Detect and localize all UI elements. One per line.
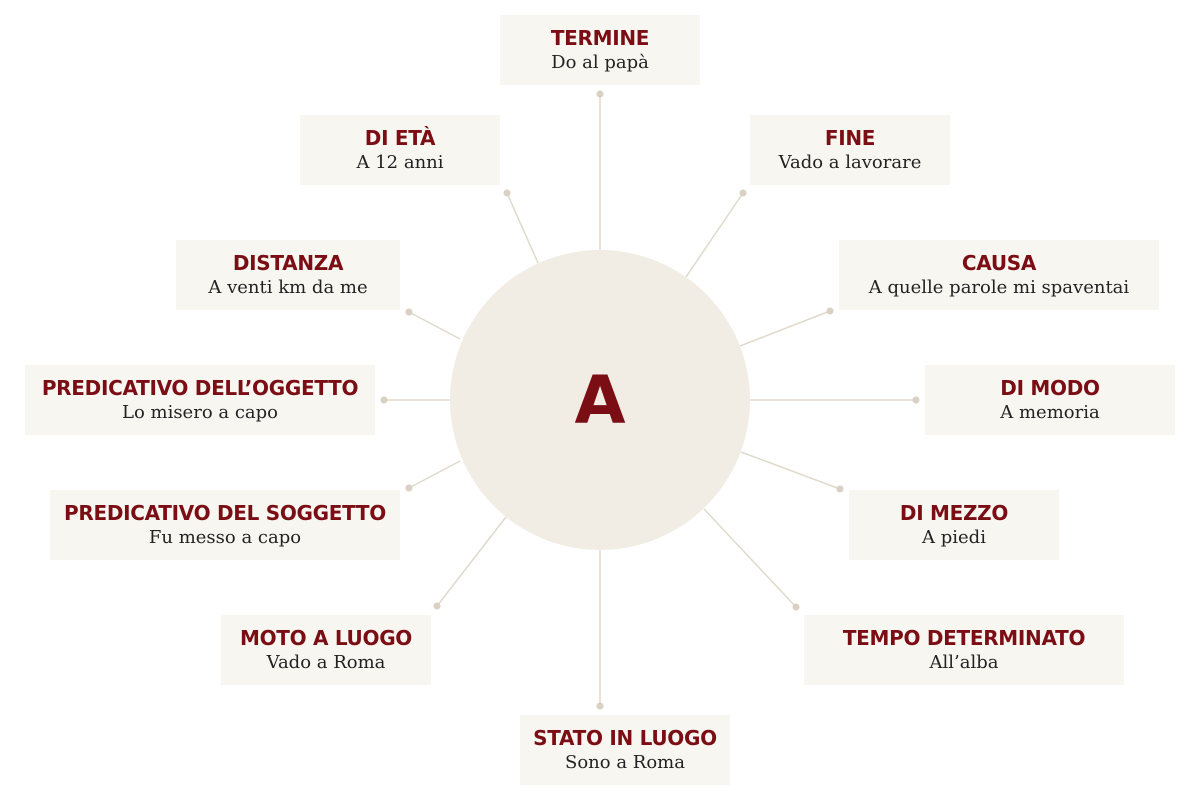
node-stato-in-luogo: STATO IN LUOGO Sono a Roma bbox=[520, 715, 730, 785]
node-label: STATO IN LUOGO bbox=[533, 726, 717, 750]
connector-dot bbox=[826, 307, 834, 315]
node-example: A piedi bbox=[922, 527, 986, 548]
node-label: DI MODO bbox=[1000, 376, 1100, 400]
node-label: DI ETÀ bbox=[364, 126, 436, 150]
connector-line bbox=[436, 516, 507, 607]
connector-dot bbox=[380, 396, 388, 404]
node-example: A 12 anni bbox=[356, 152, 444, 173]
node-distanza: DISTANZA A venti km da me bbox=[176, 240, 400, 310]
node-termine: TERMINE Do al papà bbox=[500, 15, 700, 85]
node-example: A memoria bbox=[1000, 402, 1100, 423]
node-di-eta: DI ETÀ A 12 anni bbox=[300, 115, 500, 185]
node-label: CAUSA bbox=[961, 251, 1037, 275]
node-example: Lo misero a capo bbox=[121, 402, 278, 423]
node-example: Fu messo a capo bbox=[148, 527, 302, 548]
connector-dot bbox=[836, 485, 844, 493]
node-label: MOTO A LUOGO bbox=[239, 626, 413, 650]
node-label: FINE bbox=[824, 126, 876, 150]
node-fine: FINE Vado a lavorare bbox=[750, 115, 950, 185]
connector-dot bbox=[405, 308, 413, 316]
connector-dot bbox=[596, 702, 604, 710]
node-example: Do al papà bbox=[551, 52, 649, 73]
connector-dot bbox=[503, 189, 511, 197]
connector-line bbox=[740, 451, 841, 490]
connector-line bbox=[408, 311, 461, 340]
connector-dot bbox=[433, 602, 441, 610]
connector-line bbox=[408, 460, 461, 489]
node-label: PREDICATIVO DEL SOGGETTO bbox=[64, 501, 386, 525]
hub-letter: A bbox=[574, 361, 626, 439]
node-label: TEMPO DETERMINATO bbox=[842, 626, 1086, 650]
node-moto-a-luogo: MOTO A LUOGO Vado a Roma bbox=[221, 615, 431, 685]
connector-dot bbox=[792, 603, 800, 611]
node-example: A venti km da me bbox=[208, 277, 368, 298]
connector-dot bbox=[596, 90, 604, 98]
node-label: DISTANZA bbox=[232, 251, 344, 275]
node-label: PREDICATIVO DELL’OGGETTO bbox=[41, 376, 359, 400]
central-hub: A bbox=[450, 250, 750, 550]
node-label: TERMINE bbox=[550, 26, 650, 50]
node-causa: CAUSA A quelle parole mi spaventai bbox=[839, 240, 1159, 310]
connector-line bbox=[739, 310, 831, 347]
connector-line bbox=[506, 192, 539, 264]
node-predicativo-del-soggetto: PREDICATIVO DEL SOGGETTO Fu messo a capo bbox=[50, 490, 400, 560]
connector-line bbox=[685, 192, 744, 278]
node-example: Sono a Roma bbox=[565, 752, 685, 773]
node-di-mezzo: DI MEZZO A piedi bbox=[849, 490, 1059, 560]
node-di-modo: DI MODO A memoria bbox=[925, 365, 1175, 435]
node-label: DI MEZZO bbox=[899, 501, 1009, 525]
node-example: Vado a lavorare bbox=[778, 152, 922, 173]
connector-dot bbox=[739, 189, 747, 197]
node-example: A quelle parole mi spaventai bbox=[868, 277, 1130, 298]
node-example: All’alba bbox=[929, 652, 999, 673]
node-tempo-determinato: TEMPO DETERMINATO All’alba bbox=[804, 615, 1124, 685]
node-example: Vado a Roma bbox=[266, 652, 386, 673]
connector-dot bbox=[912, 396, 920, 404]
connector-dot bbox=[405, 484, 413, 492]
connector-line bbox=[703, 508, 797, 608]
node-predicativo-dell-oggetto: PREDICATIVO DELL’OGGETTO Lo misero a cap… bbox=[25, 365, 375, 435]
